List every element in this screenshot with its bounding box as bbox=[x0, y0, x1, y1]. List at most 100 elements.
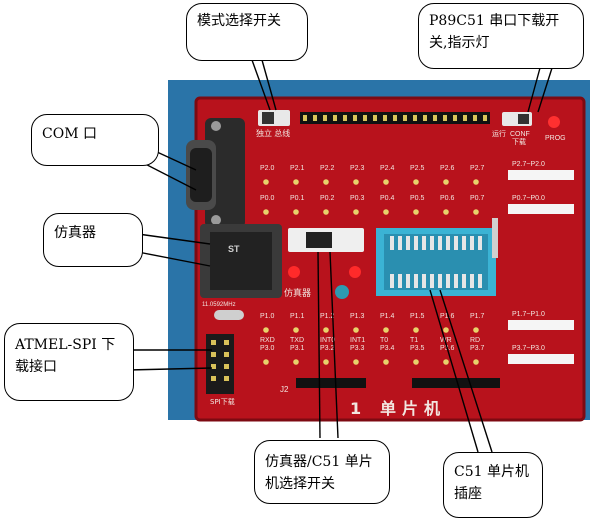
port-p0-pad bbox=[353, 209, 359, 215]
port-p2-pad bbox=[473, 179, 479, 185]
spi-label: SPI下载 bbox=[210, 397, 235, 406]
callout-mode-switch-text: 模式选择开关 bbox=[197, 13, 281, 29]
port-p2-pad bbox=[323, 179, 329, 185]
bottom-header-right bbox=[412, 378, 500, 388]
port-p2-pad bbox=[263, 179, 269, 185]
port-p3-label: P3.7 bbox=[470, 345, 485, 352]
port-p3-alt-label: T0 bbox=[380, 337, 388, 344]
port-p1-label: P1.7 bbox=[470, 313, 485, 320]
emu-led-right bbox=[349, 266, 361, 278]
emulator-board-label: 仿真器 bbox=[284, 287, 311, 299]
crystal-oscillator bbox=[214, 310, 244, 320]
port-p2-label: P2.7 bbox=[470, 165, 485, 172]
board-title: 单片机 bbox=[380, 399, 446, 418]
port-p0-pad bbox=[293, 209, 299, 215]
right-connector-p2 bbox=[508, 170, 574, 180]
emu-c51-switch[interactable] bbox=[288, 228, 364, 252]
port-p2-label: P2.1 bbox=[290, 165, 305, 172]
port-p1-pad bbox=[353, 327, 359, 333]
port-p3-label: P3.1 bbox=[290, 345, 305, 352]
callout-c51-socket: C51 单片机插座 bbox=[443, 452, 543, 518]
port-p1-pad bbox=[383, 327, 389, 333]
port-p0-pad bbox=[473, 209, 479, 215]
port-p3-pad bbox=[263, 359, 269, 365]
port-p3-pad bbox=[443, 359, 449, 365]
leader-lines bbox=[117, 59, 553, 453]
osc-label: 11.0592MHz bbox=[202, 302, 236, 308]
port-p1-pad bbox=[323, 327, 329, 333]
mode-switch-labels: 独立 总线 bbox=[256, 128, 290, 138]
callout-com-port: COM 口 bbox=[31, 114, 159, 166]
bottom-header-left bbox=[296, 378, 366, 388]
right-label-p3: P3.7~P3.0 bbox=[512, 345, 545, 352]
emu-led-left bbox=[288, 266, 300, 278]
prog-led bbox=[548, 116, 560, 128]
right-label-p0: P0.7~P0.0 bbox=[512, 195, 545, 202]
callout-c51-socket-text: C51 单片机插座 bbox=[454, 464, 529, 502]
board-title-prefix: 1 bbox=[350, 399, 361, 418]
bus-header bbox=[300, 112, 490, 124]
callout-emulator: 仿真器 bbox=[43, 213, 143, 267]
port-p3-alt-label: WR bbox=[440, 337, 452, 344]
right-label-p1: P1.7~P1.0 bbox=[512, 311, 545, 318]
port-p1-pad bbox=[263, 327, 269, 333]
port-p3-pad bbox=[413, 359, 419, 365]
emulator-chip: ST bbox=[200, 224, 282, 298]
conf-label: CONF bbox=[510, 131, 530, 138]
port-p3-pad bbox=[383, 359, 389, 365]
port-p3-pad bbox=[353, 359, 359, 365]
port-p3-alt-label: TXD bbox=[290, 337, 304, 344]
port-p0-label: P0.4 bbox=[380, 195, 395, 202]
port-p1-label: P1.5 bbox=[410, 313, 425, 320]
callout-atmel-spi-text: ATMEL-SPI 下载接口 bbox=[15, 337, 116, 375]
port-p2-pad bbox=[413, 179, 419, 185]
port-p3-pad bbox=[323, 359, 329, 365]
callout-mode-switch: 模式选择开关 bbox=[186, 3, 308, 61]
port-p2-pad bbox=[353, 179, 359, 185]
right-connector-p0 bbox=[508, 204, 574, 214]
port-p3-label: P3.4 bbox=[380, 345, 395, 352]
port-p1-pad bbox=[473, 327, 479, 333]
port-p3-alt-label: INT1 bbox=[350, 337, 365, 344]
port-p2-label: P2.3 bbox=[350, 165, 365, 172]
port-p3-label: P3.3 bbox=[350, 345, 365, 352]
svg-text:ST: ST bbox=[228, 244, 240, 254]
port-p1-pad bbox=[413, 327, 419, 333]
port-p1-label: P1.4 bbox=[380, 313, 395, 320]
prog-label: PROG bbox=[545, 135, 566, 142]
callout-atmel-spi: ATMEL-SPI 下载接口 bbox=[4, 323, 134, 401]
port-p3-label: P3.5 bbox=[410, 345, 425, 352]
right-connector-p1 bbox=[508, 320, 574, 330]
port-p0-pad bbox=[443, 209, 449, 215]
port-p0-label: P0.7 bbox=[470, 195, 485, 202]
com-port-connector bbox=[186, 118, 245, 228]
capacitor bbox=[335, 285, 349, 299]
mode-switch[interactable] bbox=[258, 110, 290, 126]
right-label-p2: P2.7~P2.0 bbox=[512, 161, 545, 168]
port-p3-alt-label: T1 bbox=[410, 337, 418, 344]
port-p1-label: P1.6 bbox=[440, 313, 455, 320]
port-p2-pad bbox=[293, 179, 299, 185]
c51-zif-socket[interactable] bbox=[376, 218, 498, 296]
port-p1-label: P1.2 bbox=[320, 313, 335, 320]
callout-com-port-text: COM 口 bbox=[42, 126, 97, 142]
spi-header[interactable] bbox=[206, 334, 234, 394]
download-label: 下载 bbox=[512, 137, 526, 146]
port-p1-label: P1.1 bbox=[290, 313, 305, 320]
port-p1-pad bbox=[443, 327, 449, 333]
port-p0-label: P0.2 bbox=[320, 195, 335, 202]
port-p2-label: P2.6 bbox=[440, 165, 455, 172]
port-p1-label: P1.0 bbox=[260, 313, 275, 320]
port-p0-label: P0.0 bbox=[260, 195, 275, 202]
j2-label: J2 bbox=[280, 385, 289, 394]
serial-download-switch[interactable] bbox=[502, 112, 532, 126]
port-p2-label: P2.0 bbox=[260, 165, 275, 172]
port-p2-pad bbox=[383, 179, 389, 185]
port-p0-pad bbox=[413, 209, 419, 215]
port-p2-label: P2.4 bbox=[380, 165, 395, 172]
port-p0-pad bbox=[263, 209, 269, 215]
callout-emu-c51-switch: 仿真器/C51 单片机选择开关 bbox=[254, 440, 390, 504]
